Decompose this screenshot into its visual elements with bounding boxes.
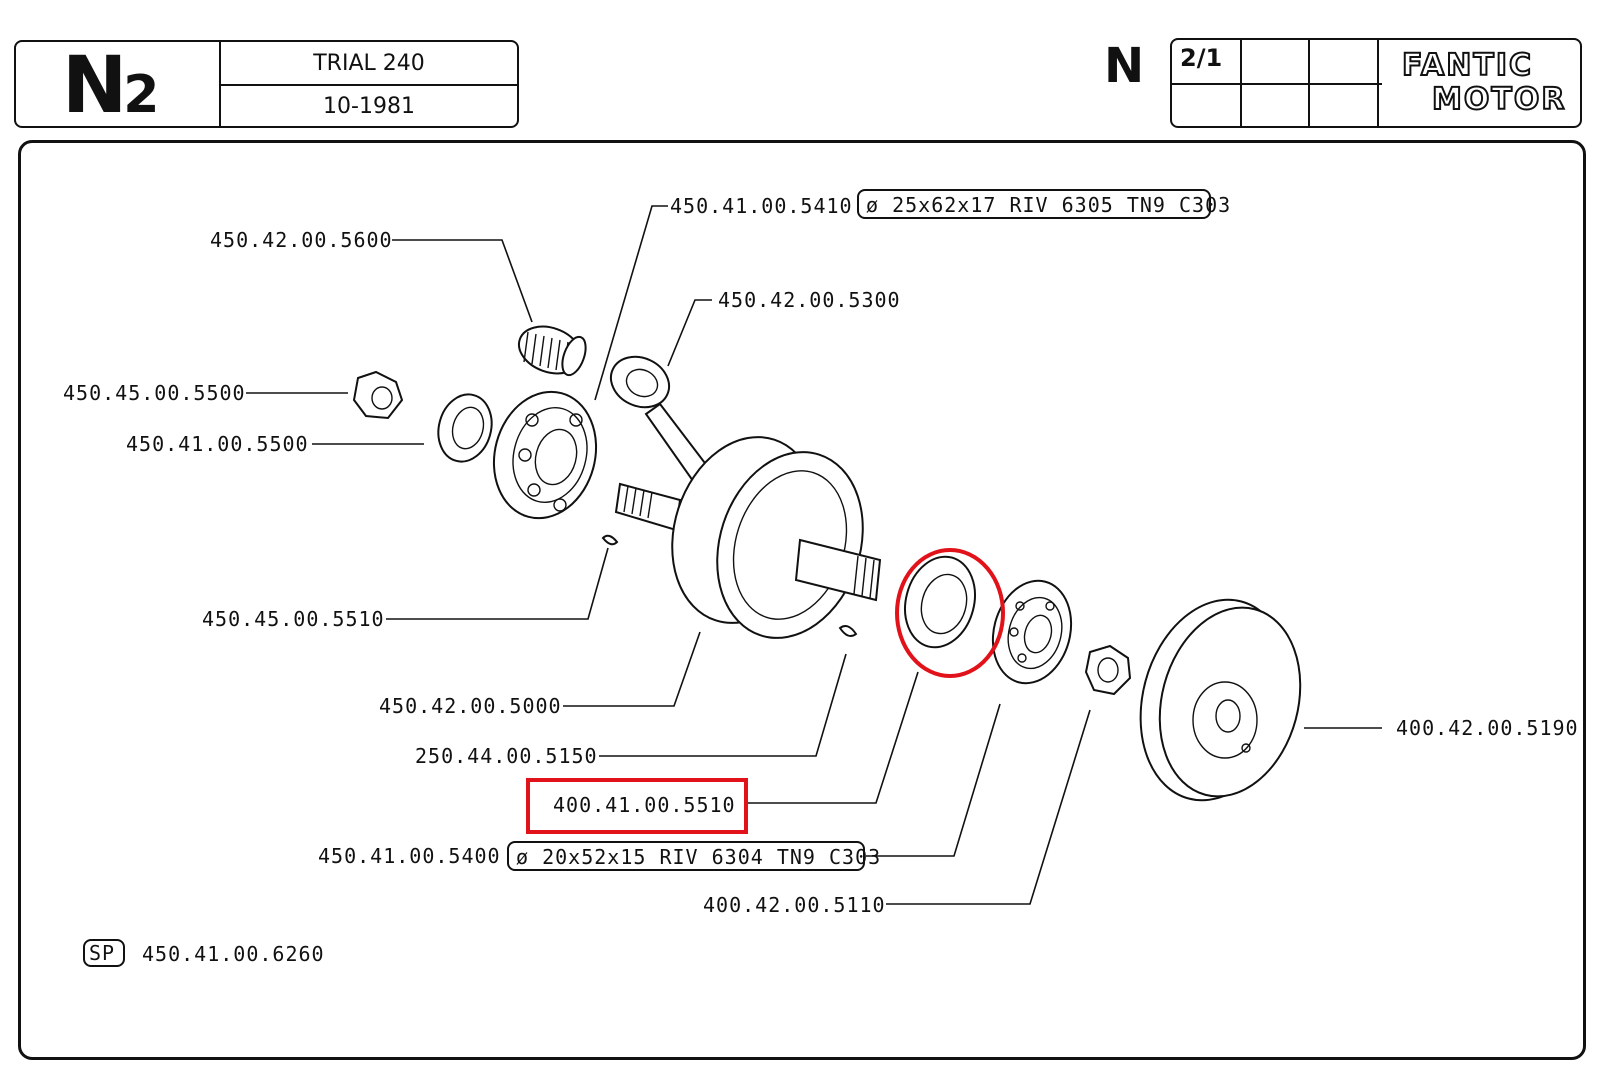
- highlight-circle: [895, 548, 1005, 678]
- grid-divider: [1172, 83, 1382, 85]
- flywheel-drawing: [1139, 598, 1302, 802]
- part-label-41-5500: 450.41.00.5500: [126, 432, 309, 456]
- oil-seal-left-drawing: [437, 393, 493, 463]
- oil-seal-right-drawing: [904, 555, 976, 649]
- section-code: N2: [16, 42, 221, 128]
- diagram-frame: [18, 140, 1586, 1060]
- part-label-5600: 450.42.00.5600: [210, 228, 393, 252]
- brand-logo-line1: FANTIC: [1401, 47, 1534, 84]
- part-spec-5400: ø 20x52x15 RIV 6304 TN9 C303: [516, 845, 881, 869]
- header-page-box: 2/1 FANTIC MOTOR: [1170, 38, 1582, 128]
- sp-part-label: 450.41.00.6260: [142, 942, 325, 966]
- leader-lines: [246, 205, 1382, 905]
- section-code-text: N2: [62, 44, 159, 137]
- ball-bearing-left-drawing: [492, 390, 598, 520]
- part-spec-5410: ø 25x62x17 RIV 6305 TN9 C303: [866, 193, 1231, 217]
- part-label-5510-seal: 400.41.00.5510: [553, 793, 736, 817]
- hex-nut-drawing: [1084, 644, 1132, 696]
- ball-bearing-right-drawing: [991, 579, 1073, 685]
- section-code-number: 2: [123, 65, 160, 125]
- nut-drawing: [352, 370, 404, 420]
- model-name: TRIAL 240: [221, 42, 517, 86]
- part-label-5190: 400.42.00.5190: [1396, 716, 1579, 740]
- section-code-letter: N: [62, 41, 127, 131]
- brand-logo: FANTIC MOTOR: [1401, 47, 1572, 120]
- spec-box-5400: [507, 841, 865, 871]
- header-code-box: N2 TRIAL 240 10-1981: [14, 40, 519, 128]
- part-label-5400: 450.41.00.5400: [318, 844, 501, 868]
- part-label-5300: 450.42.00.5300: [718, 288, 901, 312]
- part-label-5150: 250.44.00.5150: [415, 744, 598, 768]
- woodruff-key-left-drawing: [601, 534, 619, 546]
- part-label-5410: 450.41.00.5410: [670, 194, 853, 218]
- page-number: 2/1: [1180, 44, 1223, 72]
- spec-box-5410: [857, 189, 1211, 219]
- page-grid: 2/1: [1172, 40, 1382, 126]
- sp-badge-box: [83, 939, 125, 967]
- part-label-45-5500: 450.45.00.5500: [63, 381, 246, 405]
- needle-bearing-drawing: [518, 325, 587, 377]
- woodruff-key-right-drawing: [838, 625, 858, 637]
- part-label-5510-key: 450.45.00.5510: [202, 607, 385, 631]
- crankshaft-drawing: [614, 436, 882, 639]
- section-letter: N: [1104, 38, 1145, 94]
- part-label-5110: 400.42.00.5110: [703, 893, 886, 917]
- part-label-5000: 450.42.00.5000: [379, 694, 562, 718]
- highlight-box: [526, 778, 748, 834]
- sp-badge: SP: [89, 941, 115, 965]
- model-date: 10-1981: [323, 93, 415, 119]
- brand-logo-line2: MOTOR: [1431, 81, 1567, 118]
